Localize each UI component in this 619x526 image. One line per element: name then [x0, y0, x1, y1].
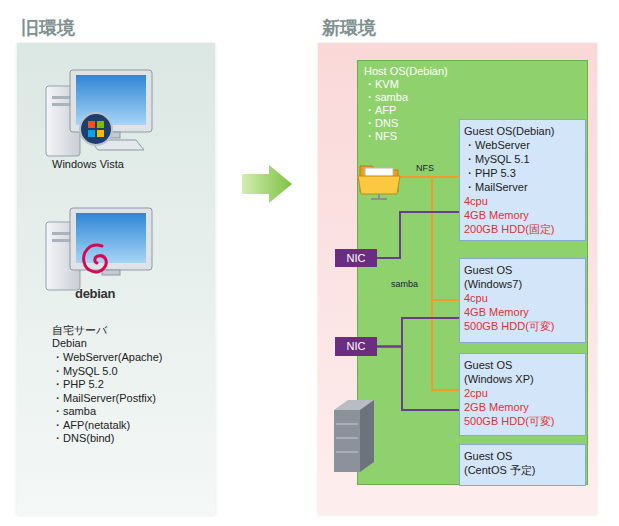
- node-text: Host OS(Debian): [364, 65, 581, 78]
- node-text: ・MailServer: [464, 180, 581, 194]
- server-spec-line: ・WebServer(Apache): [52, 350, 162, 365]
- node-text: ・KVM: [364, 78, 581, 91]
- os-label: Windows Vista: [52, 158, 124, 170]
- server-spec-line: ・DNS(bind): [52, 431, 114, 446]
- nic-label: NIC: [335, 249, 377, 267]
- panel-title: 旧環境: [21, 16, 75, 40]
- node-text: (CentOS 予定): [464, 463, 581, 477]
- guest-os-box: Guest OS(Debian)・WebServer・MySQL 5.1・PHP…: [459, 119, 586, 241]
- node-text: 4cpu: [464, 291, 581, 305]
- node-text: 500GB HDD(可変): [464, 414, 581, 428]
- node-text: 200GB HDD(固定): [464, 222, 581, 236]
- nic-box: NIC: [335, 337, 377, 356]
- environment-panel: 旧環境: [17, 43, 215, 515]
- host-os-box: Host OS(Debian)・KVM・samba・AFP・DNS・NFSGue…: [357, 60, 588, 485]
- server-spec-line: Debian: [52, 337, 87, 349]
- node-text: ・WebServer: [464, 138, 581, 152]
- node-text: (Windows XP): [464, 372, 581, 386]
- connector-label: NFS: [416, 163, 434, 173]
- node-text: 4GB Memory: [464, 208, 581, 222]
- server-spec-line: ・PHP 5.2: [52, 377, 104, 392]
- node-text: ・samba: [364, 91, 581, 104]
- node-text: 500GB HDD(可変): [464, 319, 581, 333]
- environment-panel: 新環境Host OS(Debian)・KVM・samba・AFP・DNS・NFS…: [318, 43, 597, 515]
- node-text: Guest OS(Debian): [464, 124, 581, 138]
- node-text: Guest OS: [464, 263, 581, 277]
- node-text: (Windows7): [464, 277, 581, 291]
- connector-label: samba: [391, 279, 418, 289]
- server-spec-line: ・MailServer(Postfix): [52, 391, 156, 406]
- server-spec-line: ・AFP(netatalk): [52, 418, 130, 433]
- node-text: Guest OS: [464, 449, 581, 463]
- guest-os-box: Guest OS(Windows XP)2cpu2GB Memory500GB …: [459, 353, 586, 436]
- node-text: 4GB Memory: [464, 305, 581, 319]
- server-spec-line: 自宅サーバ: [52, 323, 107, 338]
- node-text: ・MySQL 5.1: [464, 152, 581, 166]
- node-text: 4cpu: [464, 194, 581, 208]
- server-spec-line: ・samba: [52, 404, 96, 419]
- panel-title: 新環境: [322, 16, 376, 40]
- nic-box: NIC: [335, 249, 377, 267]
- node-text: ・AFP: [364, 104, 581, 117]
- server-spec-line: ・MySQL 5.0: [52, 364, 118, 379]
- logo-text: debian: [75, 286, 115, 301]
- node-text: Guest OS: [464, 358, 581, 372]
- node-text: 2cpu: [464, 386, 581, 400]
- nic-label: NIC: [335, 337, 377, 356]
- guest-os-box: Guest OS(Windows7)4cpu4GB Memory500GB HD…: [459, 258, 586, 343]
- node-text: ・PHP 5.3: [464, 166, 581, 180]
- node-text: 2GB Memory: [464, 400, 581, 414]
- guest-os-box: Guest OS(CentOS 予定): [459, 444, 586, 486]
- transition-arrow: [242, 165, 292, 203]
